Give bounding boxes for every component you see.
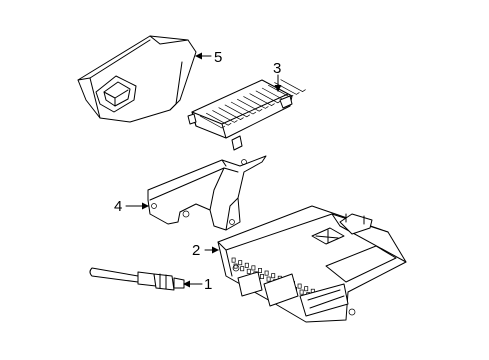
connector-pin [246, 268, 251, 274]
connector-pin [299, 289, 304, 295]
connector-pin [251, 265, 256, 271]
callout-5: 5 [214, 49, 222, 66]
ecm-part[interactable] [217, 205, 407, 323]
connector-pin [304, 286, 309, 292]
bracket-part[interactable] [147, 155, 267, 231]
connector-pin [233, 263, 238, 269]
heat-sink-fin [243, 96, 269, 109]
connector-pin [264, 270, 269, 276]
connector-pin [240, 266, 245, 272]
callout-4: 4 [114, 198, 122, 215]
callout-1: 1 [204, 276, 212, 293]
heat-sink-fin [218, 107, 244, 121]
glow-plug-part[interactable] [89, 267, 185, 291]
connector-pin [297, 283, 302, 289]
connector-pin [231, 257, 236, 263]
heat-sink-fin [237, 98, 263, 112]
callout-2: 2 [192, 242, 200, 259]
heat-sink-fin [249, 93, 275, 107]
heat-sink-fin [206, 112, 232, 126]
connector-pin [238, 260, 243, 266]
heat-sink-fin [230, 101, 257, 115]
heat-sink-fin [255, 90, 281, 104]
heat-sink-fin [212, 110, 238, 123]
heat-sink-fin [224, 104, 250, 118]
connector-pin [271, 273, 276, 279]
heat-sink-fin [199, 115, 226, 129]
leader-lines [125, 52, 282, 288]
connector-pin [260, 274, 264, 279]
connector-pin [244, 262, 249, 268]
control-module-part[interactable] [187, 79, 306, 151]
connector-pin [258, 268, 262, 273]
connector-pin [266, 276, 271, 282]
callout-3: 3 [273, 60, 281, 77]
heat-sink-fin [280, 79, 306, 93]
cover-part[interactable] [77, 35, 197, 123]
heat-sink-fin [274, 82, 300, 95]
